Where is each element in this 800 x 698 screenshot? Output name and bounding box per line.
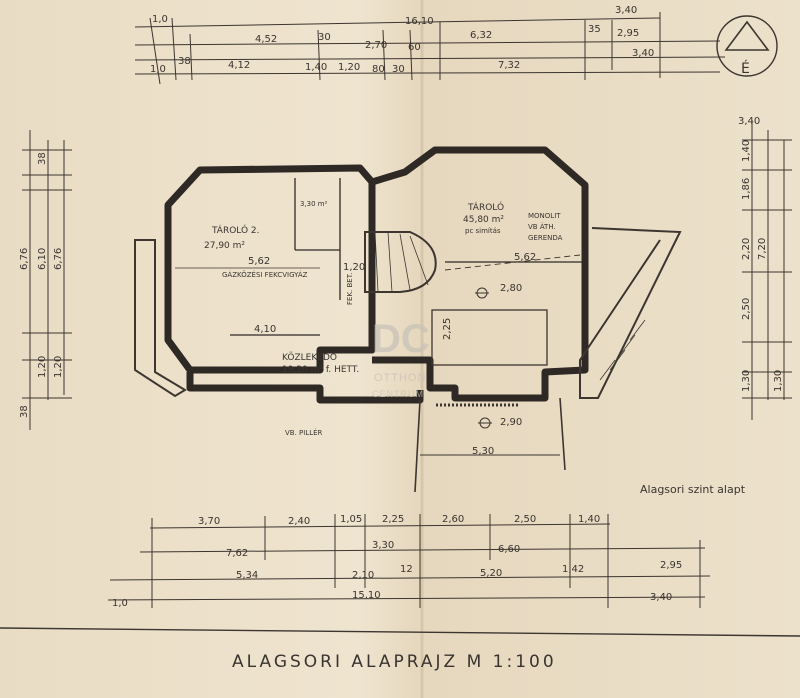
right-dim-6: 1,30 [741, 370, 752, 392]
interior-dim-5: 4,10 [254, 324, 276, 335]
bottom-dim-1b: 2,40 [288, 516, 310, 527]
top-dim-2d: 60 [408, 42, 421, 53]
bottom-dim-3f: 2,95 [660, 560, 682, 571]
right-dimension-chains: 1,40 1,86 2,20 7,20 2,50 1,30 1,30 3,40 [738, 116, 792, 420]
bottom-dim-3e: 1,42 [562, 564, 584, 575]
room-takolo-name: TÁROLÓ 2. [211, 224, 260, 236]
top-dim-3d: 80 [372, 64, 385, 75]
north-arrow-triangle [724, 20, 770, 51]
room-labels: TÁROLÓ 2. 27,90 m² GÁZKÖZÉSI FEKCVIGYÁZ … [204, 200, 563, 437]
side-note: Alagsori szint alapt [640, 483, 746, 496]
interior-dim-8: 5,30 [472, 446, 494, 457]
left-dimension-chains: 6,76 6,10 6,76 1,20 1,20 38 38 [19, 130, 72, 430]
top-dim-4b: 38 [178, 56, 191, 67]
bottom-dim-3c: 12 [400, 564, 413, 575]
level-marker-lower [478, 417, 492, 429]
interior-dim-1: 5,62 [248, 256, 270, 267]
left-dim-4: 1,20 [37, 356, 48, 378]
bottom-dim-1c: 1,05 [340, 514, 362, 525]
top-dim-3b: 1,40 [305, 62, 327, 73]
bottom-dim-1f: 2,50 [514, 514, 536, 525]
room-kozlekedo-area: 19,20 m² f. HETT. [282, 365, 359, 375]
bottom-dim-1e: 2,60 [442, 514, 464, 525]
room-taroló-note2: VB ÁTH. [528, 222, 556, 231]
north-arrow-circle [716, 15, 778, 77]
left-dim-5: 1,20 [53, 356, 64, 378]
top-dim-3e: 30 [392, 64, 405, 75]
building-walls [134, 146, 682, 493]
room-taroló-note1: MONOLIT [528, 212, 561, 220]
top-dim-2c: 2,70 [365, 40, 387, 51]
watermark-line2: CENTRUM [372, 389, 424, 399]
watermark-logo: DC [372, 317, 430, 361]
frame-line [0, 627, 800, 637]
top-dim-3c: 1,20 [338, 62, 360, 73]
left-dim-2: 6,10 [37, 248, 48, 270]
top-dim-1: 1,0 [152, 14, 168, 25]
bottom-dim-3a: 5,34 [236, 570, 258, 581]
room-takolo-extra: GÁZKÖZÉSI FEKCVIGYÁZ [222, 270, 308, 279]
bottom-dim-4b: 15,10 [352, 590, 381, 601]
right-dim-2: 1,86 [741, 178, 752, 200]
drawing-title: ALAGSORI ALAPRAJZ M 1:100 [232, 652, 557, 672]
bottom-dim-1g: 1,40 [578, 514, 600, 525]
room-taroló-extra: pc simítás [465, 227, 501, 235]
right-dim-7: 1,30 [773, 370, 784, 392]
right-dim-5: 2,50 [741, 298, 752, 320]
top-dim-right: 3,40 [615, 5, 637, 16]
interior-dim-7: 1,20 [343, 262, 365, 273]
bottom-dimension-chains: 3,70 2,40 1,05 2,25 2,60 2,50 1,40 7,62 … [107, 514, 711, 609]
top-dim-2e: 6,32 [470, 30, 492, 41]
room-taroló-area: 45,80 m² [463, 215, 504, 225]
left-dim-1: 6,76 [19, 248, 30, 270]
room-kozlekedo-name: KÖZLEKEDŐ [282, 352, 337, 363]
bottom-dim-4a: 1,0 [112, 598, 128, 609]
bottom-dim-2a: 7,62 [226, 548, 248, 559]
level-marker-upper [475, 287, 489, 299]
left-dim-7: 38 [37, 152, 48, 165]
room-takolo-area: 27,90 m² [204, 241, 245, 251]
interior-dim-6: 2,25 [442, 318, 453, 340]
bottom-dim-3b: 2,10 [352, 570, 374, 581]
bottom-dim-2b: 3,30 [372, 540, 394, 551]
bottom-dim-3d: 5,20 [480, 568, 502, 579]
bottom-dim-1d: 2,25 [382, 514, 404, 525]
room-taroló-note3: GERENDA [528, 234, 563, 242]
right-dim-1: 1,40 [741, 140, 752, 162]
interior-dim-4: 2,90 [500, 417, 522, 428]
left-dim-3: 6,76 [53, 248, 64, 270]
interior-dim-3: 2,80 [500, 283, 522, 294]
pillar-note: VB. PILLÉR [285, 428, 323, 437]
top-dim-3f: 7,32 [498, 60, 520, 71]
left-dim-6: 38 [19, 405, 30, 418]
north-label: É [741, 60, 750, 77]
top-dim-4a: 1,0 [150, 64, 166, 75]
room-gepeszet-name: FEK. BET. [346, 273, 354, 305]
bottom-dim-2c: 6,60 [498, 544, 520, 555]
top-dim-2a: 4,52 [255, 34, 277, 45]
right-dim-4: 7,20 [757, 238, 768, 260]
north-arrow: É [716, 15, 778, 77]
right-dim-3: 2,20 [741, 238, 752, 260]
top-dim-3g: 3,40 [632, 48, 654, 59]
interior-dim-2: 5,62 [514, 252, 536, 263]
interior-dimensions: 5,62 5,62 2,80 2,90 4,10 2,25 1,20 5,30 [175, 252, 536, 457]
right-dim-8: 3,40 [738, 116, 760, 127]
top-dim-total: 16,10 [405, 16, 434, 27]
bottom-dim-4c: 3,40 [650, 592, 672, 603]
top-dimension-chains: 1,0 16,10 3,40 4,52 30 2,70 60 6,32 35 2… [134, 5, 726, 85]
room-wc-area: 3,30 m² [300, 200, 328, 208]
watermark: DC OTTHON CENTRUM [372, 317, 430, 399]
room-taroló-name: TÁROLÓ [467, 201, 504, 213]
top-dim-2g: 2,95 [617, 28, 639, 39]
top-dim-2f: 35 [588, 24, 601, 35]
watermark-line1: OTTHON [374, 372, 426, 384]
top-dim-2b: 30 [318, 32, 331, 43]
bottom-dim-1a: 3,70 [198, 516, 220, 527]
top-dim-3a: 4,12 [228, 60, 250, 71]
